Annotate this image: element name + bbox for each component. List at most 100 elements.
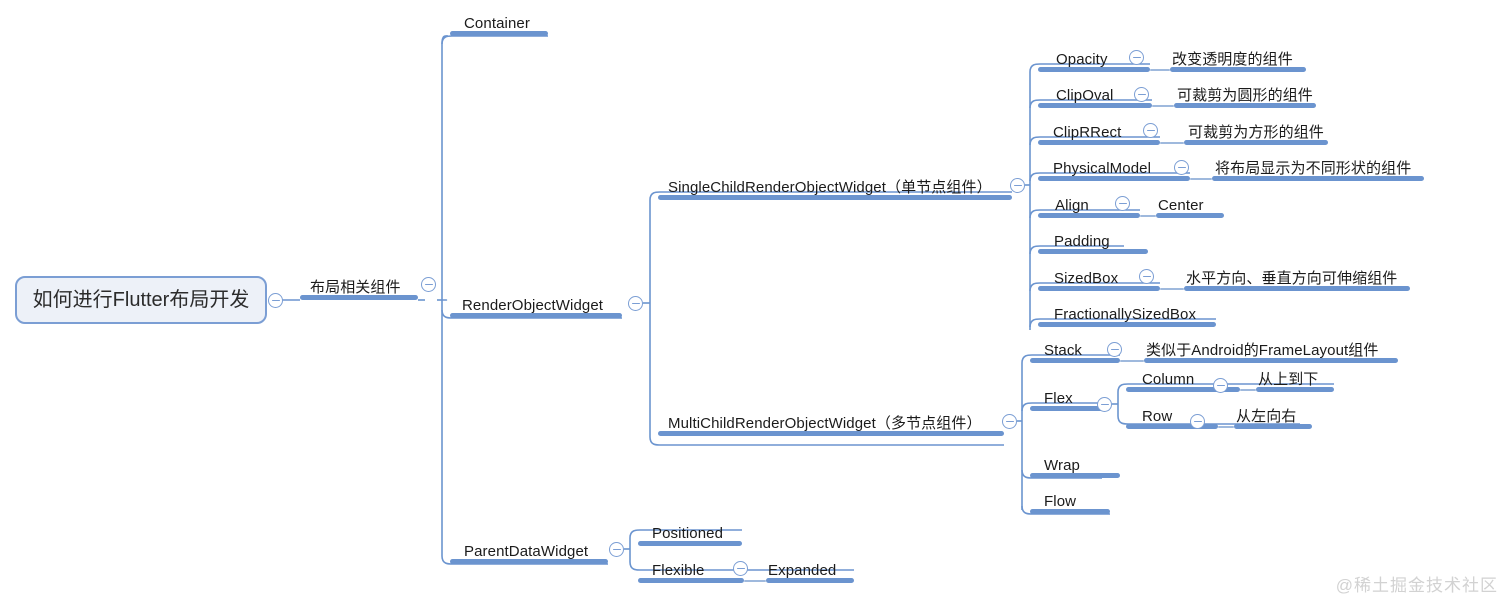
node-parent-data-widget-bar xyxy=(450,559,608,564)
node-flexible-bar xyxy=(638,578,744,583)
toggle-render-object-widget[interactable] xyxy=(628,296,643,311)
node-cliprrect-desc[interactable]: 可裁剪为方形的组件 xyxy=(1160,117,1328,145)
node-flex-label: Flex xyxy=(1044,390,1073,407)
node-row[interactable]: Row xyxy=(1126,401,1218,429)
node-cliprrect[interactable]: ClipRRect xyxy=(1038,117,1160,145)
toggle-flexible[interactable] xyxy=(733,561,748,576)
toggle-column[interactable] xyxy=(1213,378,1228,393)
node-opacity-desc-label: 改变透明度的组件 xyxy=(1172,51,1293,68)
node-flow[interactable]: Flow xyxy=(1030,486,1110,514)
node-flexible[interactable]: Flexible xyxy=(638,555,744,583)
node-sizedbox-desc[interactable]: 水平方向、垂直方向可伸缩组件 xyxy=(1160,263,1410,291)
node-flex[interactable]: Flex xyxy=(1030,383,1110,411)
node-clipoval-desc[interactable]: 可裁剪为圆形的组件 xyxy=(1152,80,1316,108)
node-sizedbox-bar xyxy=(1038,286,1160,291)
node-stack-desc-bar xyxy=(1144,358,1398,363)
node-flex-bar xyxy=(1030,406,1110,411)
toggle-parent-data-widget[interactable] xyxy=(609,542,624,557)
node-opacity-bar xyxy=(1038,67,1150,72)
toggle-physicalmodel[interactable] xyxy=(1174,160,1189,175)
node-physicalmodel-desc-label: 将布局显示为不同形状的组件 xyxy=(1215,160,1412,177)
node-opacity-desc[interactable]: 改变透明度的组件 xyxy=(1150,44,1306,72)
toggle-sizedbox[interactable] xyxy=(1139,269,1154,284)
node-sizedbox-connector xyxy=(1160,287,1184,290)
node-parent-data-widget[interactable]: ParentDataWidget xyxy=(450,536,608,564)
node-clipoval-desc-label: 可裁剪为圆形的组件 xyxy=(1177,87,1313,104)
node-opacity[interactable]: Opacity xyxy=(1038,44,1150,72)
node-flexible-connector xyxy=(744,579,766,582)
node-physicalmodel[interactable]: PhysicalModel xyxy=(1038,153,1190,181)
node-stack-label: Stack xyxy=(1044,342,1083,359)
toggle-opacity[interactable] xyxy=(1129,50,1144,65)
node-flow-bar xyxy=(1030,509,1110,514)
node-row-desc[interactable]: 从左向右 xyxy=(1218,401,1312,429)
node-wrap-bar xyxy=(1030,473,1120,478)
node-single-child-render-object-widget-bar xyxy=(658,195,1012,200)
node-column-desc[interactable]: 从上到下 xyxy=(1240,364,1334,392)
node-clipoval[interactable]: ClipOval xyxy=(1038,80,1152,108)
node-stack-desc-label: 类似于Android的FrameLayout组件 xyxy=(1146,342,1379,359)
node-row-label: Row xyxy=(1142,408,1173,425)
node-single-child-render-object-widget[interactable]: SingleChildRenderObjectWidget（单节点组件） xyxy=(658,172,1012,200)
node-fractionallysizedbox[interactable]: FractionallySizedBox xyxy=(1038,299,1216,327)
node-positioned[interactable]: Positioned xyxy=(638,518,742,546)
node-row-desc-bar xyxy=(1234,424,1312,429)
node-padding[interactable]: Padding xyxy=(1038,226,1148,254)
toggle-stack[interactable] xyxy=(1107,342,1122,357)
node-flexible-desc-bar xyxy=(766,578,854,583)
toggle-multi-child[interactable] xyxy=(1002,414,1017,429)
node-multi-child-render-object-widget[interactable]: MultiChildRenderObjectWidget（多节点组件） xyxy=(658,408,1004,436)
node-physicalmodel-desc[interactable]: 将布局显示为不同形状的组件 xyxy=(1190,153,1424,181)
node-sizedbox-desc-label: 水平方向、垂直方向可伸缩组件 xyxy=(1186,270,1398,287)
node-sizedbox[interactable]: SizedBox xyxy=(1038,263,1160,291)
node-align-desc-bar xyxy=(1156,213,1224,218)
toggle-clipoval[interactable] xyxy=(1134,87,1149,102)
node-parent-data-widget-label: ParentDataWidget xyxy=(464,543,589,560)
node-flexible-desc[interactable]: Expanded xyxy=(744,555,854,583)
node-column[interactable]: Column xyxy=(1126,364,1240,392)
toggle-root[interactable] xyxy=(268,293,283,308)
node-row-desc-label: 从左向右 xyxy=(1236,408,1297,425)
node-clipoval-label: ClipOval xyxy=(1056,87,1114,104)
node-clipoval-bar xyxy=(1038,103,1152,108)
node-wrap[interactable]: Wrap xyxy=(1030,450,1120,478)
node-column-bar xyxy=(1126,387,1240,392)
node-render-object-widget[interactable]: RenderObjectWidget xyxy=(450,290,622,318)
node-align-bar xyxy=(1038,213,1140,218)
node-align[interactable]: Align xyxy=(1038,190,1140,218)
node-stack-bar xyxy=(1030,358,1120,363)
node-column-desc-label: 从上到下 xyxy=(1258,371,1319,388)
node-cliprrect-bar xyxy=(1038,140,1160,145)
toggle-row[interactable] xyxy=(1190,414,1205,429)
node-row-bar xyxy=(1126,424,1218,429)
node-layout-related[interactable]: 布局相关组件 xyxy=(300,272,420,300)
node-physicalmodel-connector xyxy=(1190,177,1212,180)
node-positioned-label: Positioned xyxy=(652,525,724,542)
node-container-bar xyxy=(450,31,548,36)
node-multi-child-render-object-widget-label: MultiChildRenderObjectWidget（多节点组件） xyxy=(668,415,982,432)
node-physicalmodel-desc-bar xyxy=(1212,176,1424,181)
node-align-desc-label: Center xyxy=(1158,197,1204,214)
root-node[interactable]: 如何进行Flutter布局开发 xyxy=(15,276,267,324)
node-sizedbox-label: SizedBox xyxy=(1054,270,1119,287)
node-stack[interactable]: Stack xyxy=(1030,335,1120,363)
node-layout-related-bar xyxy=(300,295,418,300)
node-cliprrect-label: ClipRRect xyxy=(1053,124,1122,141)
node-opacity-label: Opacity xyxy=(1056,51,1108,68)
toggle-single-child[interactable] xyxy=(1010,178,1025,193)
toggle-flex[interactable] xyxy=(1097,397,1112,412)
node-align-desc[interactable]: Center xyxy=(1140,190,1224,218)
toggle-cliprrect[interactable] xyxy=(1143,123,1158,138)
node-fractionallysizedbox-bar xyxy=(1038,322,1216,327)
node-physicalmodel-label: PhysicalModel xyxy=(1053,160,1152,177)
node-render-object-widget-bar xyxy=(450,313,622,318)
node-opacity-desc-bar xyxy=(1170,67,1306,72)
node-render-object-widget-label: RenderObjectWidget xyxy=(462,297,604,314)
node-row-connector xyxy=(1218,425,1234,428)
toggle-align[interactable] xyxy=(1115,196,1130,211)
toggle-layout-related[interactable] xyxy=(421,277,436,292)
node-stack-desc[interactable]: 类似于Android的FrameLayout组件 xyxy=(1120,335,1398,363)
node-container-label: Container xyxy=(464,15,530,32)
node-container[interactable]: Container xyxy=(450,8,548,36)
